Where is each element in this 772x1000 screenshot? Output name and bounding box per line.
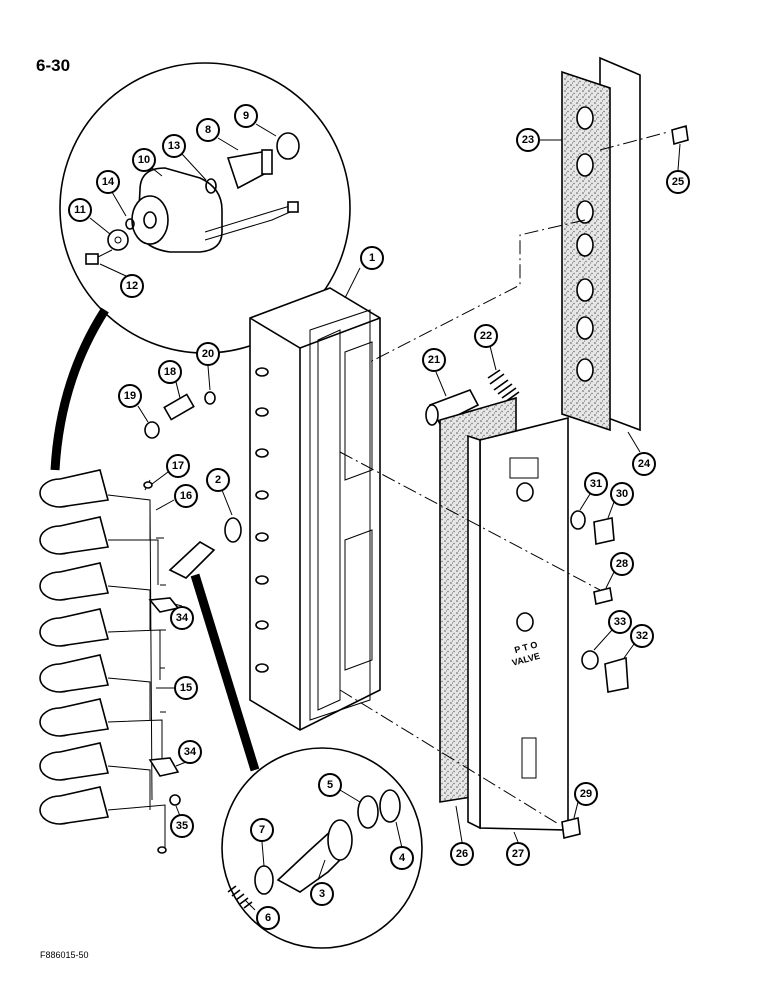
plug-19 xyxy=(144,421,160,439)
svg-text:24: 24 xyxy=(638,458,651,470)
solenoid-detail-view xyxy=(59,62,351,354)
svg-text:1: 1 xyxy=(369,252,375,264)
callout-10: 10 xyxy=(132,148,163,177)
callout-29: 29 xyxy=(573,782,598,819)
callout-3: 3 xyxy=(310,859,334,906)
block-ports xyxy=(255,367,269,673)
screw-29 xyxy=(561,817,581,839)
callout-23: 23 xyxy=(516,128,562,152)
o-ring-20 xyxy=(204,391,216,405)
callout-18: 18 xyxy=(158,360,182,399)
callout-25: 25 xyxy=(666,143,690,194)
svg-text:6: 6 xyxy=(265,912,271,924)
svg-text:25: 25 xyxy=(672,176,684,188)
callout-14: 14 xyxy=(96,170,127,217)
svg-text:7: 7 xyxy=(259,824,265,836)
callout-27: 27 xyxy=(506,831,530,866)
svg-text:5: 5 xyxy=(327,779,333,791)
svg-text:4: 4 xyxy=(399,852,406,864)
svg-text:23: 23 xyxy=(522,134,534,146)
svg-text:14: 14 xyxy=(102,176,115,188)
solenoid-stack xyxy=(39,469,181,854)
callout-15: 15 xyxy=(156,676,198,700)
callout-2: 2 xyxy=(206,468,233,516)
svg-text:22: 22 xyxy=(480,330,492,342)
callout-34-upper: 34 xyxy=(170,603,194,630)
callout-1: 1 xyxy=(344,246,384,299)
screen-18 xyxy=(163,393,195,421)
callout-11: 11 xyxy=(68,198,111,235)
callout-4: 4 xyxy=(390,821,414,870)
plug-30 xyxy=(593,517,615,545)
detail-leader-top xyxy=(50,307,109,471)
callout-16: 16 xyxy=(155,484,198,511)
svg-text:9: 9 xyxy=(243,110,249,122)
cartridge-detail-view xyxy=(221,747,423,949)
callout-32: 32 xyxy=(623,624,654,659)
svg-text:12: 12 xyxy=(126,280,138,292)
o-ring-33 xyxy=(581,650,599,670)
callout-9: 9 xyxy=(234,104,277,137)
svg-text:31: 31 xyxy=(590,478,602,490)
svg-text:3: 3 xyxy=(319,888,325,900)
svg-text:19: 19 xyxy=(124,390,136,402)
cartridge-valve-body xyxy=(168,541,216,579)
svg-text:33: 33 xyxy=(614,616,626,628)
svg-text:18: 18 xyxy=(164,366,176,378)
o-ring-31 xyxy=(570,510,586,530)
callout-22: 22 xyxy=(474,324,498,371)
screw-25 xyxy=(671,124,689,146)
screw-28 xyxy=(593,587,613,605)
detail-leader-bottom xyxy=(190,573,260,772)
svg-text:10: 10 xyxy=(138,154,150,166)
svg-text:20: 20 xyxy=(202,348,214,360)
svg-text:29: 29 xyxy=(580,788,592,800)
callout-7: 7 xyxy=(250,818,274,867)
callout-12: 12 xyxy=(99,263,144,298)
svg-text:26: 26 xyxy=(456,848,468,860)
callout-20: 20 xyxy=(196,342,220,391)
callout-30: 30 xyxy=(607,482,634,519)
valve-block xyxy=(249,287,381,731)
svg-text:35: 35 xyxy=(176,820,188,832)
gasket-23-holes xyxy=(576,106,594,382)
svg-text:28: 28 xyxy=(616,558,628,570)
svg-text:8: 8 xyxy=(205,124,211,136)
callout-13: 13 xyxy=(162,134,207,181)
callout-35: 35 xyxy=(170,805,194,838)
svg-text:30: 30 xyxy=(616,488,628,500)
svg-text:34: 34 xyxy=(176,612,189,624)
callout-28: 28 xyxy=(605,552,634,589)
svg-text:2: 2 xyxy=(215,474,221,486)
callout-6: 6 xyxy=(244,899,280,930)
o-ring-2 xyxy=(224,517,242,543)
svg-text:32: 32 xyxy=(636,630,648,642)
svg-text:27: 27 xyxy=(512,848,524,860)
plug-32 xyxy=(604,656,629,693)
svg-text:13: 13 xyxy=(168,140,180,152)
callout-21: 21 xyxy=(422,348,447,397)
callout-24: 24 xyxy=(627,431,656,476)
callout-19: 19 xyxy=(118,384,149,423)
svg-text:16: 16 xyxy=(180,490,192,502)
callout-26: 26 xyxy=(450,805,474,866)
page-number: 6-30 xyxy=(36,56,71,75)
callout-17: 17 xyxy=(151,454,190,485)
svg-text:34: 34 xyxy=(184,746,197,758)
callout-33: 33 xyxy=(593,610,632,651)
svg-text:17: 17 xyxy=(172,460,184,472)
svg-text:11: 11 xyxy=(74,204,86,216)
svg-text:15: 15 xyxy=(180,682,192,694)
callout-5: 5 xyxy=(318,773,361,803)
figure-code: F886015-50 xyxy=(40,950,89,960)
svg-text:21: 21 xyxy=(428,354,440,366)
callouts: 1 2 3 4 5 6 7 8 9 10 11 12 13 14 15 16 1… xyxy=(68,104,690,930)
callout-34-lower: 34 xyxy=(175,740,202,767)
callout-31: 31 xyxy=(579,472,608,511)
spring-22 xyxy=(487,369,520,403)
callout-8: 8 xyxy=(196,118,239,151)
